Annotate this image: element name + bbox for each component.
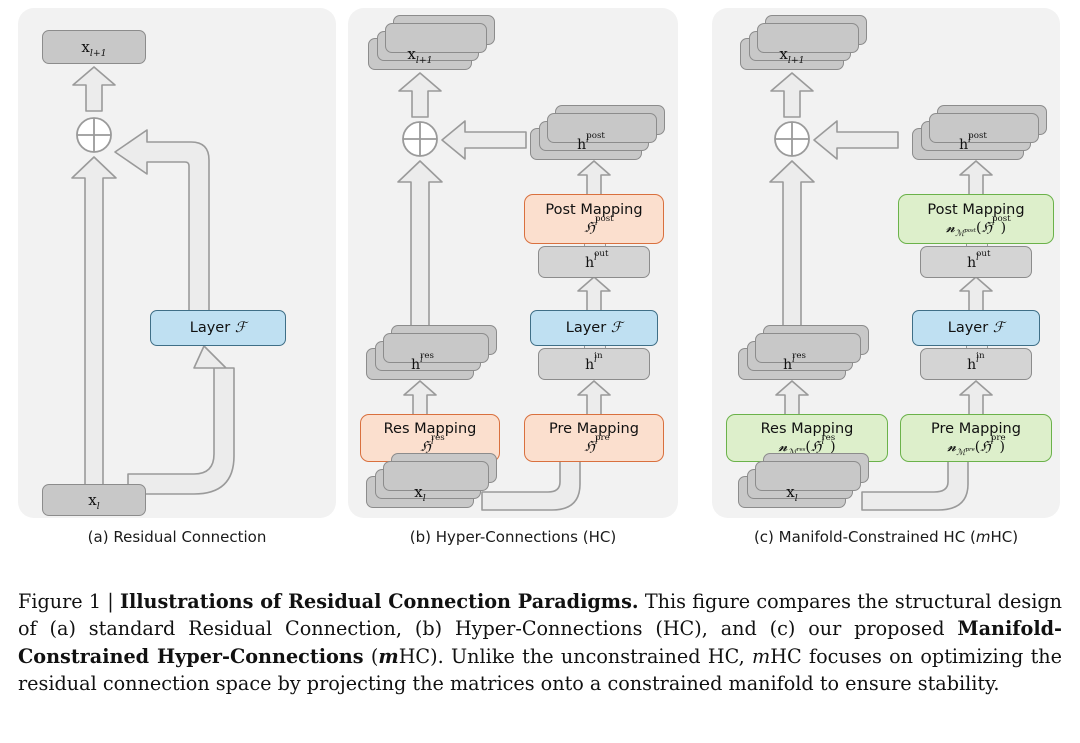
panel-residual-connection: xl+1 Layer ℱ [18,8,336,518]
caption-italic-m2: m [752,644,771,668]
node-label: Layer ℱ [189,320,247,336]
arrow-up-to-output-b [398,72,442,118]
operator-plus-b [402,121,438,157]
arrow-up-res-to-plus-c [769,160,815,350]
panel-caption-c: (c) Manifold-Constrained HC (mHC) [712,528,1060,550]
node-output-xl1-c: xl+1 [740,15,867,70]
node-input-xl-b: xl [366,453,497,508]
arrow-up-skip-a [71,156,117,486]
arrow-up-postmap-to-hpost-b [577,160,611,196]
figure-diagram: xl+1 Layer ℱ [0,0,1080,575]
node-layer-c: Layer ℱ [912,310,1040,346]
arrow-up-layer-to-hout-c [959,276,993,312]
operator-plus-c [774,121,810,157]
arrow-up-to-output-a [72,66,116,112]
node-label: xl [88,491,100,512]
box-title: Post Mapping [927,201,1025,218]
node-label: xl+1 [407,45,433,66]
caption-bold-2: Manifold-Constrained Hyper-Connections [18,617,1062,668]
node-input-xl-c: xl [738,453,869,508]
box-title: Post Mapping [545,201,643,218]
arrow-up-premap-to-hin-c [959,380,993,416]
box-title: Res Mapping [760,420,854,437]
arrow-elbow-layer-to-plus-a [114,129,210,318]
arrow-up-postmap-to-hpost-c [959,160,993,196]
caption-label: Figure 1 | [18,590,120,613]
node-input-xl-a: xl [42,484,146,516]
arrow-up-premap-to-hin-b [577,380,611,416]
node-layer-a: Layer ℱ [150,310,286,346]
node-output-xl1-b: xl+1 [368,15,495,70]
node-label: xl [414,483,426,504]
panel-caption-c-italic: m [975,528,991,546]
node-layer-b: Layer ℱ [530,310,658,346]
box-title: Res Mapping [383,420,477,437]
operator-plus-a [76,117,112,153]
box-title: Pre Mapping [549,420,639,437]
panel-caption-a: (a) Residual Connection [87,528,267,546]
caption-text-1: This figure compares the structural desi… [18,590,1063,641]
panel-caption-c-suffix: HC) [990,528,1019,546]
caption-text-4: HC focuses on optimizing the residual co… [18,644,1063,695]
arrow-left-into-plus-c [813,120,899,160]
figure-caption: Figure 1 | Illustrations of Residual Con… [18,588,1062,697]
node-label: xl+1 [779,45,805,66]
arrow-up-resmap-to-hres-b [403,380,437,416]
arrow-up-res-to-plus-b [397,160,443,350]
caption-text-3: HC). Unlike the unconstrained HC, [398,644,753,668]
arrow-left-into-plus-b [441,120,527,160]
panel-caption-c-prefix: (c) Manifold-Constrained HC ( [753,528,976,546]
node-label: xl+1 [81,38,107,59]
arrow-elbow-input-to-layer-a [127,345,235,495]
arrow-up-resmap-to-hres-c [775,380,809,416]
caption-italic-m1: m [378,644,399,668]
arrow-up-to-output-c [770,72,814,118]
panel-caption-b: (b) Hyper-Connections (HC) [409,528,617,546]
arrow-elbow-input-to-premap-c [861,460,969,511]
box-title: Pre Mapping [931,420,1021,437]
caption-bold-lead: Illustrations of Residual Connection Par… [119,590,639,613]
arrow-up-layer-to-hout-b [577,276,611,312]
node-label: Layer ℱ [565,320,623,336]
node-label: Layer ℱ [947,320,1005,336]
caption-text-2: ( [363,644,379,668]
node-output-xl1-a: xl+1 [42,30,146,64]
node-label: xl [786,483,798,504]
